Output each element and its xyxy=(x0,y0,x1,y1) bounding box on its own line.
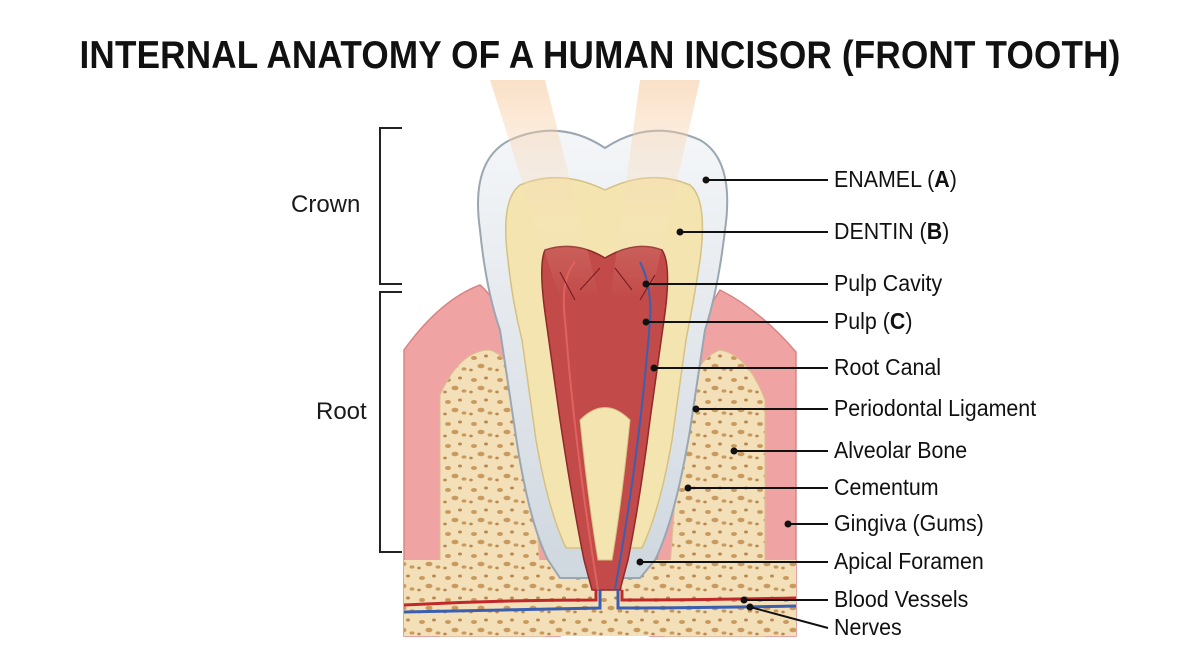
label-gingiva: Gingiva (Gums) xyxy=(834,510,984,536)
label-pulp-text: Pulp ( xyxy=(834,308,890,334)
label-dentin-close: ) xyxy=(942,218,950,244)
root-label: Root xyxy=(316,398,367,425)
label-enamel-text: ENAMEL ( xyxy=(834,166,935,192)
pulp-vessel xyxy=(559,267,656,301)
diagram-title: INTERNAL ANATOMY OF A HUMAN INCISOR (FRO… xyxy=(79,34,1121,77)
label-root-canal: Root Canal xyxy=(834,354,942,380)
label-enamel: ENAMEL (A) xyxy=(834,166,957,193)
tooth-inner-dentin xyxy=(579,407,631,561)
label-apical-foramen: Apical Foramen xyxy=(834,548,984,574)
leader-lines xyxy=(640,179,829,629)
label-periodontal-ligament: Periodontal Ligament xyxy=(834,395,1037,421)
leader-dots xyxy=(636,176,792,611)
label-dentin: DENTIN (B) xyxy=(834,218,949,245)
blood-vessel xyxy=(403,590,598,607)
label-dentin-text: DENTIN ( xyxy=(834,218,927,244)
label-dentin-letter: B xyxy=(926,218,943,244)
label-pulp-cavity: Pulp Cavity xyxy=(834,270,943,296)
blood-vessel xyxy=(620,590,797,602)
label-enamel-close: ) xyxy=(949,166,957,192)
label-cementum: Cementum xyxy=(834,474,939,500)
label-alveolar-bone: Alveolar Bone xyxy=(834,437,968,463)
pulp-vessel xyxy=(562,261,599,591)
crown-label: Crown xyxy=(291,191,361,218)
label-pulp-letter: C xyxy=(889,308,906,334)
label-nerves: Nerves xyxy=(834,614,902,640)
label-pulp-close: ) xyxy=(905,308,913,334)
nerve xyxy=(403,590,602,614)
crown-bracket xyxy=(379,127,402,285)
label-pulp: Pulp (C) xyxy=(834,308,912,335)
light-ray xyxy=(490,80,600,300)
nerve xyxy=(616,590,797,610)
light-ray xyxy=(610,80,700,300)
root-bracket xyxy=(379,291,402,553)
label-enamel-letter: A xyxy=(934,166,950,192)
label-blood-vessels: Blood Vessels xyxy=(834,586,969,612)
